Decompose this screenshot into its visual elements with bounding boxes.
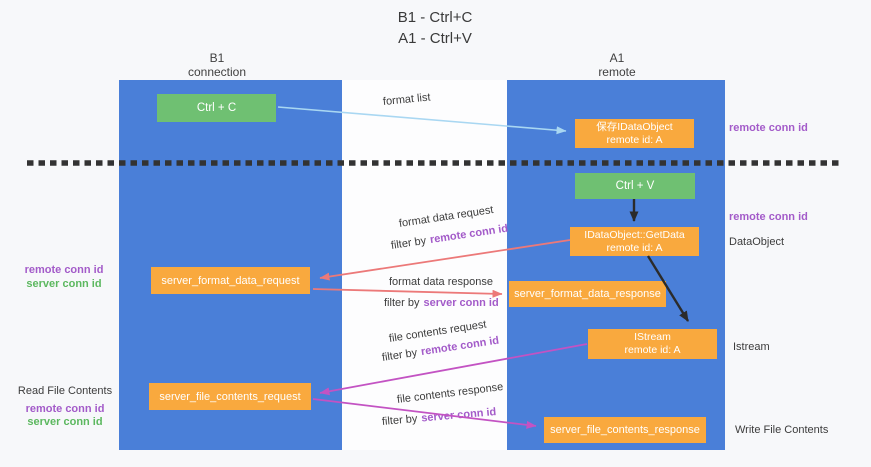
server-conn-id-text: server conn id [423,297,499,309]
idataobject-getdata-line1: IDataObject::GetData [584,228,685,241]
left-conn-id-group-bottom: Read File Contents remote conn id server… [10,385,120,430]
format-data-response-label: format data response [389,276,493,288]
left-server-conn-id-top: server conn id [26,277,102,290]
istream-line2: remote id: A [624,344,681,356]
server-format-data-request-box: server_format_data_request [151,267,310,294]
lifeline-a1-name: A1 [609,51,625,65]
idataobject-getdata-line2: remote id: A [606,241,663,254]
lifeline-a1-role: remote [598,65,636,79]
read-file-contents-annotation: Read File Contents [17,385,113,397]
server-format-data-request-label: server_format_data_request [161,274,300,287]
server-format-data-response-label: server_format_data_response [514,288,661,300]
write-file-contents-annotation: Write File Contents [735,424,829,436]
istream-annotation: Istream [733,341,770,353]
left-server-conn-id-bottom: server conn id [27,416,103,428]
server-file-contents-response-box: server_file_contents_response [544,417,706,443]
ctrl-v-label: Ctrl + V [615,180,655,192]
save-idataobject-box: 保存IDataObject remote id: A [575,119,694,148]
ctrl-c-label: Ctrl + C [196,102,237,114]
ctrl-c-box: Ctrl + C [157,94,276,122]
istream-box: IStream remote id: A [588,329,717,359]
lifeline-header-b1: B1 connection [157,51,277,79]
filter-by-text: filter by [384,297,420,309]
title-line-2: A1 - Ctrl+V [398,30,472,47]
save-idataobject-line1: 保存IDataObject [596,120,673,133]
idataobject-getdata-box: IDataObject::GetData remote id: A [570,227,699,256]
diagram-title: B1 - Ctrl+C A1 - Ctrl+V [300,7,570,49]
left-conn-id-group-top: remote conn id server conn id [10,264,118,291]
ctrl-v-box: Ctrl + V [575,173,695,199]
left-remote-conn-id-top: remote conn id [24,264,104,276]
save-idataobject-line2: remote id: A [606,133,663,146]
lifeline-b1-role: connection [187,65,247,79]
left-remote-conn-id-bottom: remote conn id [25,402,105,415]
lifeline-b1-name: B1 [209,51,225,65]
server-file-contents-request-label: server_file_contents_request [159,390,301,403]
server-format-data-response-box: server_format_data_response [509,281,666,307]
server-file-contents-response-label: server_file_contents_response [550,424,700,436]
server-file-contents-request-box: server_file_contents_request [149,383,311,410]
right-remote-conn-id-top: remote conn id [729,122,808,134]
dataobject-annotation: DataObject [729,236,785,248]
title-line-1: B1 - Ctrl+C [397,9,473,26]
right-remote-conn-id-mid: remote conn id [729,211,808,223]
lifeline-header-a1: A1 remote [557,51,677,79]
istream-line1: IStream [634,331,671,343]
